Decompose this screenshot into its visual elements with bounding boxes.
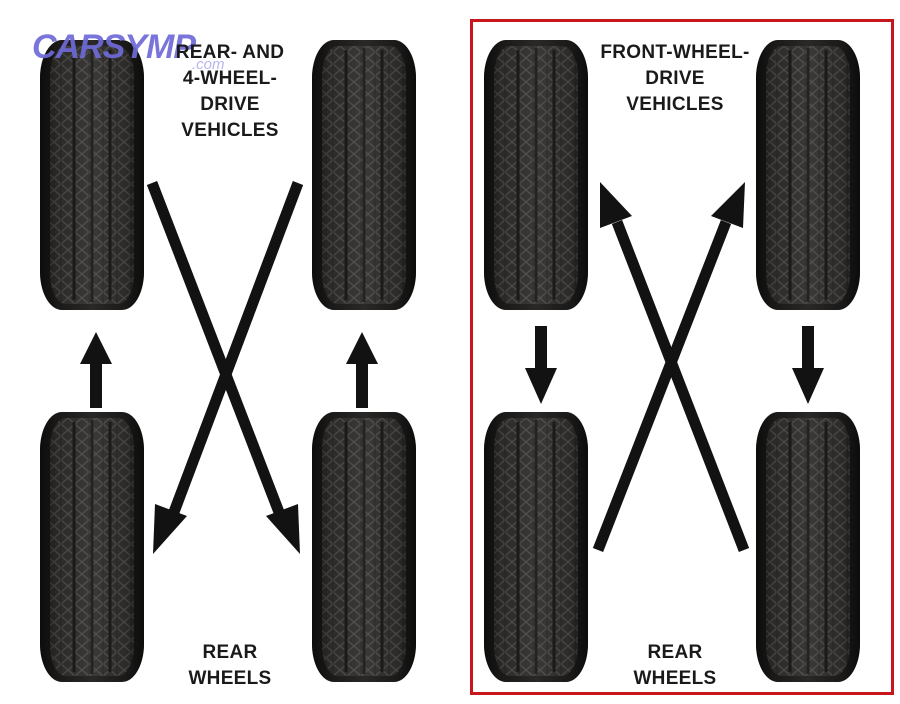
rear-line: REAR <box>647 642 703 663</box>
title-line: VEHICLES <box>181 120 279 141</box>
carsymp-logo: CARSYMP .com <box>32 28 282 78</box>
tire-icon <box>310 410 418 684</box>
title-line: DRIVE <box>200 94 260 115</box>
tire-icon <box>482 410 590 684</box>
title-line: VEHICLES <box>626 94 724 115</box>
tire-icon <box>38 38 146 312</box>
arrow-icon <box>592 182 745 552</box>
arrow-icon <box>346 332 378 408</box>
tire-icon <box>754 410 862 684</box>
title-line: DRIVE <box>645 68 705 89</box>
rear-line: WHEELS <box>188 668 272 689</box>
tire-icon <box>754 38 862 312</box>
arrow-icon <box>146 181 300 554</box>
logo-suffix: .com <box>192 56 225 73</box>
rwd-4wd-title: REAR- AND 4-WHEEL- DRIVE VEHICLES <box>150 40 310 144</box>
fwd-title: FRONT-WHEEL- DRIVE VEHICLES <box>580 40 770 118</box>
rear-line: REAR <box>202 642 258 663</box>
rear-line: WHEELS <box>633 668 717 689</box>
fwd-highlight-frame <box>470 19 894 695</box>
logo-text: CARSYMP <box>32 28 196 66</box>
arrow-icon <box>80 332 112 408</box>
arrow-icon <box>600 182 750 552</box>
arrow-icon <box>153 181 304 554</box>
title-line: 4-WHEEL- <box>182 68 278 89</box>
arrow-icon <box>792 326 824 404</box>
rwd-rear-wheels-label: REAR WHEELS <box>150 640 310 692</box>
title-line: FRONT-WHEEL- <box>600 42 750 63</box>
title-line: REAR- AND <box>175 42 285 63</box>
fwd-rear-wheels-label: REAR WHEELS <box>595 640 755 692</box>
tire-icon <box>310 38 418 312</box>
tire-icon <box>482 38 590 312</box>
arrow-icon <box>525 326 557 404</box>
tire-icon <box>38 410 146 684</box>
